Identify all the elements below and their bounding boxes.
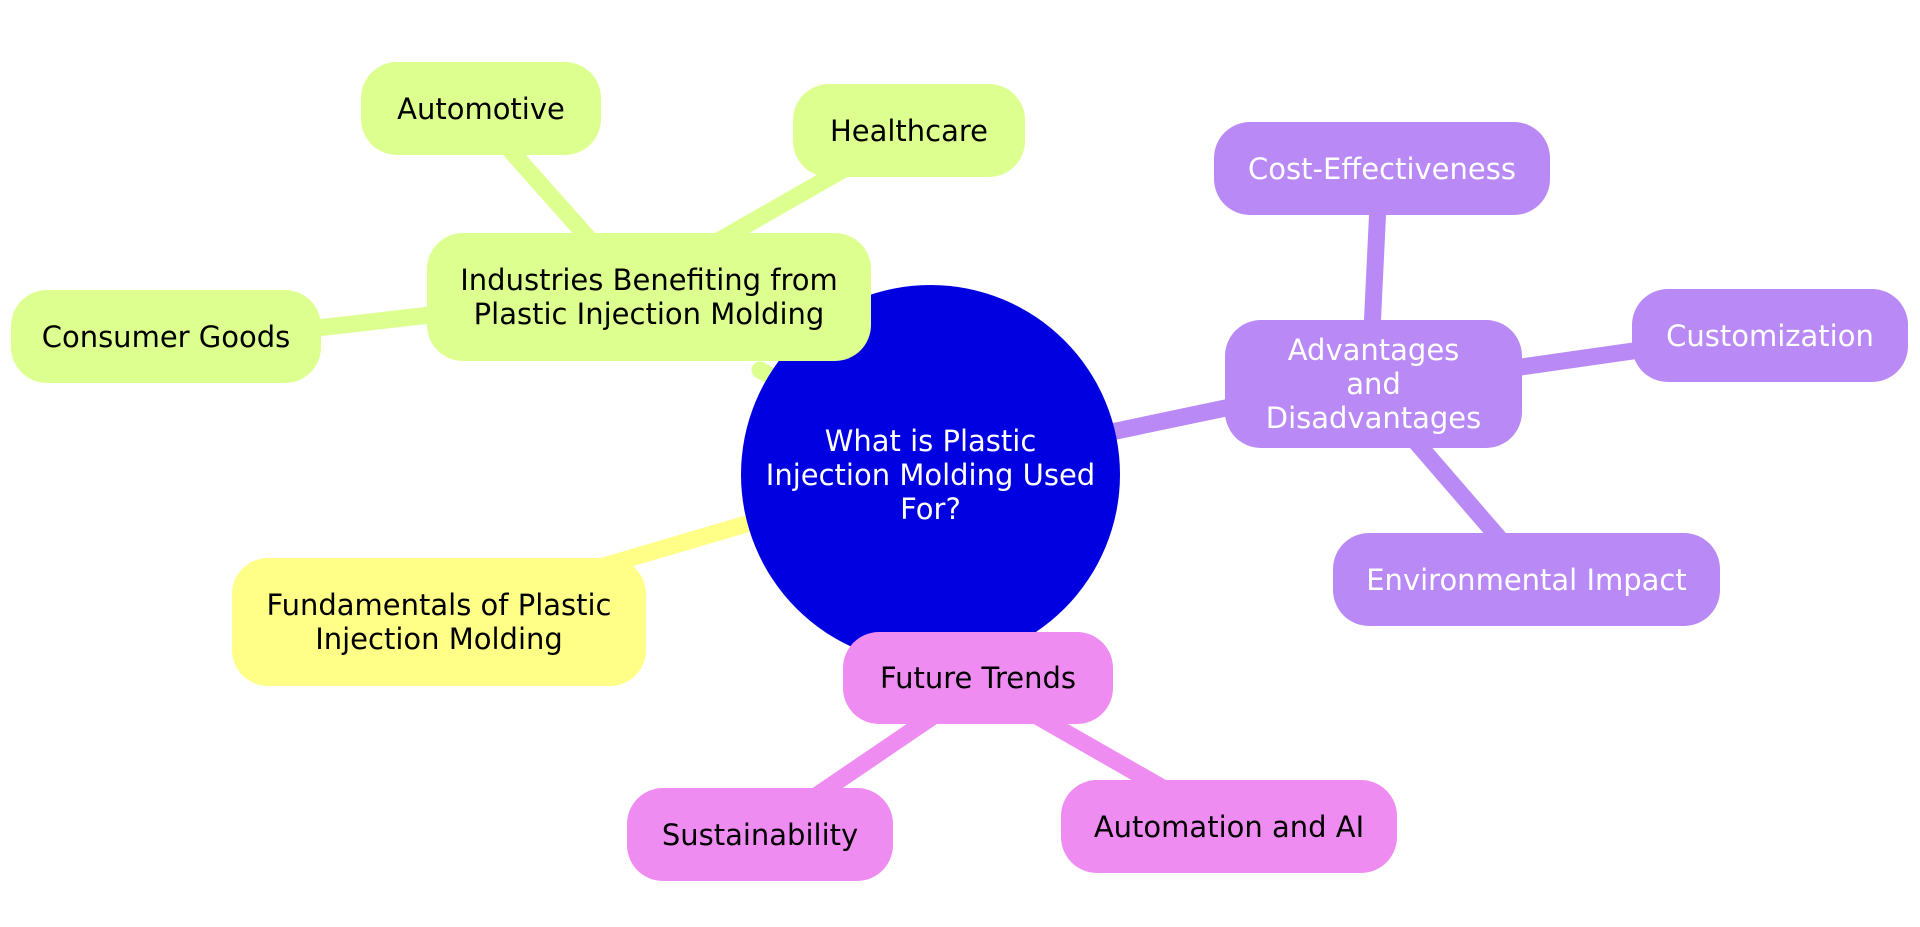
leaf-consumer-goods: Consumer Goods: [11, 290, 321, 383]
branch-industries-label: Industries Benefiting from Plastic Injec…: [460, 263, 838, 331]
link-advantages-customization: [1498, 341, 1642, 379]
link-trends-sustainability: [805, 707, 940, 808]
link-industries-consumer-goods: [299, 306, 431, 339]
leaf-cost-effectiveness-label: Cost-Effectiveness: [1248, 151, 1516, 186]
leaf-customization-label: Customization: [1666, 318, 1874, 353]
branch-advantages: Advantages and Disadvantages: [1225, 320, 1522, 448]
leaf-automotive: Automotive: [361, 62, 601, 155]
leaf-cost-effectiveness: Cost-Effectiveness: [1214, 122, 1550, 215]
branch-future-trends: Future Trends: [843, 632, 1113, 724]
leaf-healthcare-label: Healthcare: [829, 113, 989, 148]
branch-fundamentals: Fundamentals of Plastic Injection Moldin…: [232, 558, 646, 686]
leaf-automation-ai-label: Automation and AI: [1093, 809, 1365, 844]
branch-future-trends-label: Future Trends: [879, 661, 1077, 695]
leaf-customization: Customization: [1632, 289, 1908, 382]
link-advantages-cost: [1363, 204, 1387, 331]
branch-industries: Industries Benefiting from Plastic Injec…: [427, 233, 871, 361]
leaf-automotive-label: Automotive: [397, 91, 565, 126]
leaf-automation-ai: Automation and AI: [1061, 780, 1397, 873]
leaf-environmental-impact-label: Environmental Impact: [1366, 562, 1687, 597]
branch-fundamentals-label: Fundamentals of Plastic Injection Moldin…: [266, 588, 612, 656]
link-advantages-environmental: [1403, 429, 1512, 551]
leaf-sustainability: Sustainability: [627, 788, 893, 881]
root-label: What is Plastic Injection Molding Used F…: [765, 423, 1096, 526]
leaf-healthcare: Healthcare: [793, 84, 1025, 177]
leaf-sustainability-label: Sustainability: [661, 817, 859, 852]
link-industries-automotive: [503, 144, 597, 246]
branch-advantages-label: Advantages and Disadvantages: [1265, 333, 1482, 435]
leaf-consumer-goods-label: Consumer Goods: [41, 319, 291, 354]
leaf-environmental-impact: Environmental Impact: [1333, 533, 1720, 626]
